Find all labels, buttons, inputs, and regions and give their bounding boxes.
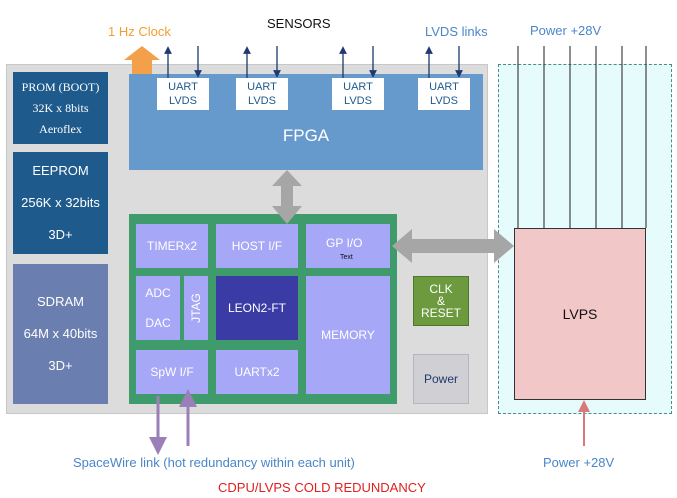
uart-port-top: UART: [247, 81, 277, 93]
clk-label: CLK: [429, 282, 453, 296]
uart-port-top: UART: [168, 81, 198, 93]
uart-lvds-port-1: UART LVDS: [157, 78, 209, 110]
prom-size: 32K x 8bits: [32, 100, 89, 115]
lvps-block: LVPS: [514, 228, 646, 400]
power-box: Power: [413, 354, 469, 404]
eeprom-block: EEPROM 256K x 32bits 3D+: [13, 152, 108, 254]
power-input-lines: [517, 46, 647, 228]
uart-lvds-port-3: UART LVDS: [332, 78, 384, 110]
adc-label: ADC: [145, 286, 171, 300]
reset-label: RESET: [420, 306, 461, 320]
sdram-block: SDRAM 64M x 40bits 3D+: [13, 264, 108, 404]
clock-label: 1 Hz Clock: [108, 24, 171, 39]
prom-title: PROM (BOOT): [21, 79, 100, 94]
lvds-links-label: LVDS links: [425, 24, 488, 39]
gpio-label: GP I/O: [326, 236, 363, 250]
jtag-block: JTAG: [184, 276, 208, 340]
host-if-block: HOST I/F: [216, 224, 298, 268]
fpga-soc-arrow: [272, 170, 302, 224]
prom-vendor: Aeroflex: [39, 121, 82, 136]
clock-arrow: [124, 46, 160, 74]
gpio-small-text: Text: [340, 254, 353, 261]
eeprom-size: 256K x 32bits: [21, 195, 100, 210]
fpga-label: FPGA: [282, 126, 330, 145]
uart-port-bottom: LVDS: [169, 95, 197, 107]
memory-block: MEMORY: [306, 276, 390, 394]
clk-reset-block: CLK & RESET: [413, 276, 469, 326]
sensors-label: SENSORS: [267, 16, 331, 31]
timer-block: TIMERx2: [136, 224, 208, 268]
uart-lvds-port-4: UART LVDS: [418, 78, 470, 110]
dac-label: DAC: [145, 316, 171, 330]
uart-port-top: UART: [429, 81, 459, 93]
gpio-block: GP I/O Text: [306, 224, 390, 268]
uart-block: UARTx2: [216, 350, 298, 394]
sdram-title: SDRAM: [37, 294, 84, 309]
prom-block: PROM (BOOT) 32K x 8bits Aeroflex: [13, 72, 108, 144]
sdram-size: 64M x 40bits: [23, 326, 98, 341]
uart-port-bottom: LVDS: [430, 95, 458, 107]
eeprom-title: EEPROM: [32, 163, 89, 178]
power-top-label: Power +28V: [530, 23, 602, 38]
ampersand-label: &: [436, 294, 445, 308]
sensor-uart-arrows: [164, 46, 463, 78]
spacewire-label: SpaceWire link (hot redundancy within ea…: [73, 455, 355, 470]
adc-dac-block: ADC DAC: [136, 276, 180, 340]
leon-block: LEON2-FT: [216, 276, 298, 340]
spacewire-arrows: [149, 389, 197, 455]
uart-port-bottom: LVDS: [248, 95, 276, 107]
uart-lvds-port-2: UART LVDS: [236, 78, 288, 110]
eeprom-vendor: 3D+: [48, 227, 73, 242]
power-bottom-label: Power +28V: [543, 455, 615, 470]
redundancy-label: CDPU/LVPS COLD REDUNDANCY: [218, 480, 426, 495]
uart-port-top: UART: [343, 81, 373, 93]
sdram-vendor: 3D+: [48, 358, 73, 373]
soc-lvps-arrow: [392, 229, 514, 263]
spw-if-block: SpW I/F: [136, 350, 208, 394]
uart-port-bottom: LVDS: [344, 95, 372, 107]
